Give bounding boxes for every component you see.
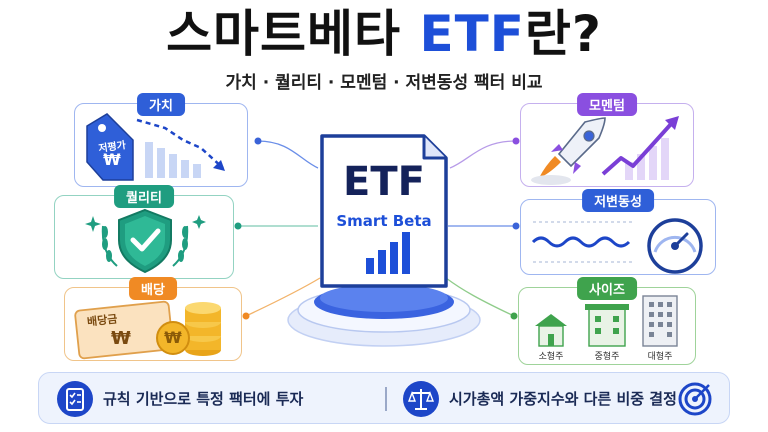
rocket-icon xyxy=(539,117,606,178)
quality-illustration xyxy=(85,208,206,274)
size-illustration xyxy=(535,295,678,347)
connector-dividend xyxy=(245,277,321,317)
down-trend-arrow xyxy=(136,118,224,169)
summary-right-text: 시가총액 가중지수와 다른 비중 결정 xyxy=(449,390,677,408)
factor-tag-dividend: 배당 xyxy=(129,277,177,300)
subtitle: 가치 · 퀄리티 · 모멘텀 · 저변동성 팩터 비교 xyxy=(225,73,543,93)
factor-tag-quality: 퀄리티 xyxy=(114,185,174,208)
factor-card-quality: 퀄리티 xyxy=(54,185,234,279)
large-building-icon xyxy=(642,295,678,347)
factor-tag-low-volatility: 저변동성 xyxy=(582,189,654,212)
value-illustration xyxy=(86,113,225,181)
check-icon xyxy=(130,228,161,252)
factor-card-value: 가치 저평가 ₩ xyxy=(74,93,248,187)
ticket-currency: ₩ xyxy=(111,328,131,349)
momentum-illustration xyxy=(531,116,679,185)
target-icon xyxy=(678,382,712,416)
factor-card-dividend: 배당 배당금 ₩ ₩ xyxy=(64,277,242,361)
summary-divider xyxy=(385,387,387,411)
price-tag-currency: ₩ xyxy=(103,150,121,169)
title-part-3: 란? xyxy=(524,5,602,63)
dividend-illustration xyxy=(74,300,221,360)
size-label-small: 소형주 xyxy=(538,352,564,362)
factor-tag-momentum: 모멘텀 xyxy=(577,93,637,116)
summary-left-text: 규칙 기반으로 특정 팩터에 투자 xyxy=(103,390,304,408)
mid-building-icon xyxy=(585,304,629,347)
coin-stack xyxy=(185,302,221,356)
scale-icon xyxy=(403,381,439,417)
checklist-icon xyxy=(57,381,93,417)
connector-momentum xyxy=(449,140,517,169)
factor-card-size: 사이즈 소형주 중형주 xyxy=(518,277,696,365)
page-title: 스마트베타 ETF란? xyxy=(0,4,768,64)
connector-value xyxy=(257,140,319,169)
factor-card-momentum: 모멘텀 xyxy=(520,93,694,187)
wave-line xyxy=(531,236,631,248)
low-volatility-illustration xyxy=(531,218,703,274)
price-tag-icon xyxy=(86,113,134,181)
size-label-large: 대형주 xyxy=(647,352,673,362)
size-label-mid: 중형주 xyxy=(594,352,620,362)
gauge-icon xyxy=(647,218,703,274)
factor-tag-value: 가치 xyxy=(137,93,185,116)
factor-tag-size: 사이즈 xyxy=(577,277,637,300)
ticket-text: 배당금 xyxy=(86,312,119,329)
title-part-1: 스마트베타 xyxy=(166,5,420,63)
up-trend-arrow xyxy=(601,122,673,176)
etf-label: ETF xyxy=(343,159,425,205)
connector-size xyxy=(445,277,515,317)
coin-icon xyxy=(156,321,190,355)
coin-currency: ₩ xyxy=(164,328,182,347)
small-house-icon xyxy=(535,314,567,347)
title-part-etf: ETF xyxy=(419,5,525,63)
smart-beta-label: Smart Beta xyxy=(336,212,432,230)
factor-card-low-volatility: 저변동성 xyxy=(520,189,716,275)
etf-center-illustration xyxy=(287,134,481,347)
summary-bar: 규칙 기반으로 특정 팩터에 투자 시가총액 가중지수와 다른 비중 결정 xyxy=(38,372,730,424)
